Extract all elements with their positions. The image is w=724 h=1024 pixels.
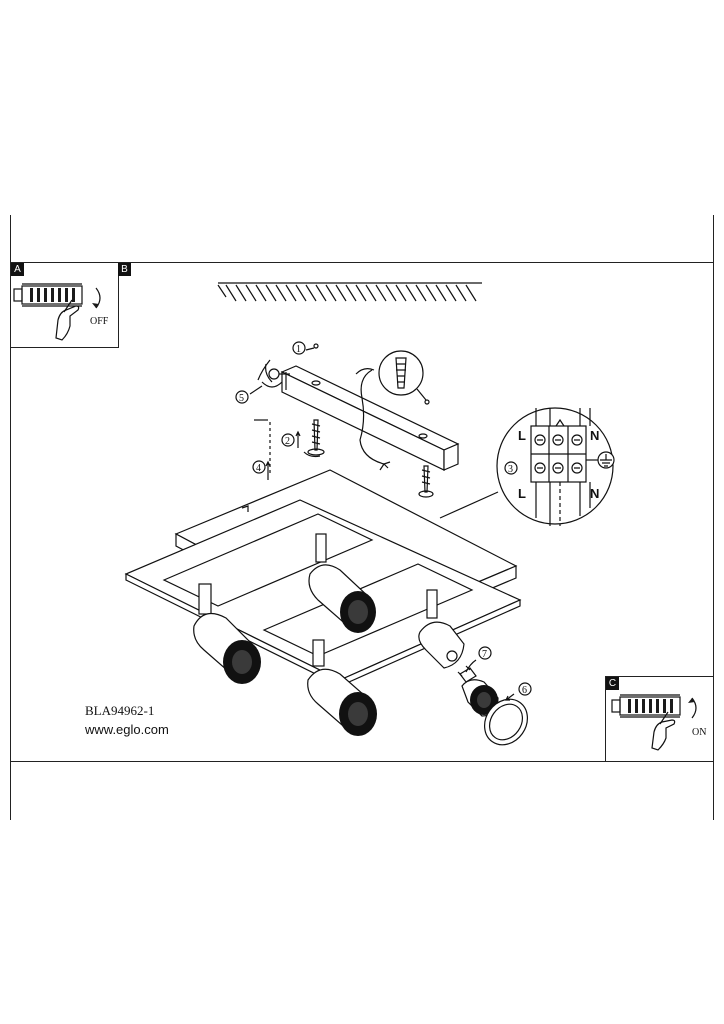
- website-url: www.eglo.com: [85, 722, 169, 737]
- frame-bottom-line: [10, 761, 714, 762]
- panel-c-on-label: ON: [692, 727, 707, 738]
- ceiling-hatch-icon: [217, 282, 482, 302]
- terminal-block-detail: L N L N: [439, 407, 615, 526]
- panel-b-tag: B: [118, 263, 131, 276]
- step-7-marker: [478, 646, 492, 660]
- gu10-bulb: [457, 665, 499, 717]
- circuit-breaker-icon-c: [611, 694, 681, 718]
- neutral-label-top: N: [590, 428, 599, 443]
- hand-icon-c: [651, 711, 676, 751]
- step-1-marker: [292, 341, 306, 355]
- wall-plug-icon: [378, 350, 430, 405]
- spot-head-top: [308, 533, 376, 633]
- step-5-label: 5: [239, 393, 244, 404]
- step-3-marker: [504, 461, 518, 475]
- supply-cable: [359, 369, 385, 465]
- screw-icon-3: [418, 465, 434, 498]
- panel-c-tag: C: [606, 677, 619, 690]
- spot-head-right: [418, 589, 465, 669]
- step-2-label: 2: [285, 436, 290, 447]
- circuit-breaker-icon: [13, 283, 83, 307]
- step-1-label: 1: [296, 344, 301, 355]
- step-3-label: 3: [508, 464, 513, 475]
- screw-icon: [257, 359, 290, 388]
- panel-a-off-label: OFF: [90, 316, 109, 327]
- step-7-label: 7: [482, 649, 487, 660]
- live-label-top: L: [518, 428, 526, 443]
- step-4-marker: [252, 460, 266, 474]
- step-5-marker: [235, 390, 249, 404]
- step-6-label: 6: [522, 685, 527, 696]
- ground-icon: [597, 451, 615, 469]
- spot-head-left: [193, 583, 261, 684]
- mounting-bracket: [280, 365, 460, 471]
- frame-left-line: [10, 215, 11, 820]
- step-6-marker: [518, 682, 532, 696]
- model-number: BLA94962-1: [85, 703, 155, 718]
- frame-top-line: [10, 262, 714, 263]
- lens-ring: [484, 698, 528, 746]
- live-label-bottom: L: [518, 486, 526, 501]
- hand-icon: [55, 299, 80, 341]
- spot-head-bottom: [307, 639, 377, 736]
- step-4-label: 4: [256, 463, 261, 474]
- step-2-marker: [281, 433, 295, 447]
- panel-a-tag: A: [11, 263, 24, 276]
- neutral-label-bottom: N: [590, 486, 599, 501]
- screw-icon-2: [307, 419, 325, 456]
- frame-right-line: [713, 215, 714, 820]
